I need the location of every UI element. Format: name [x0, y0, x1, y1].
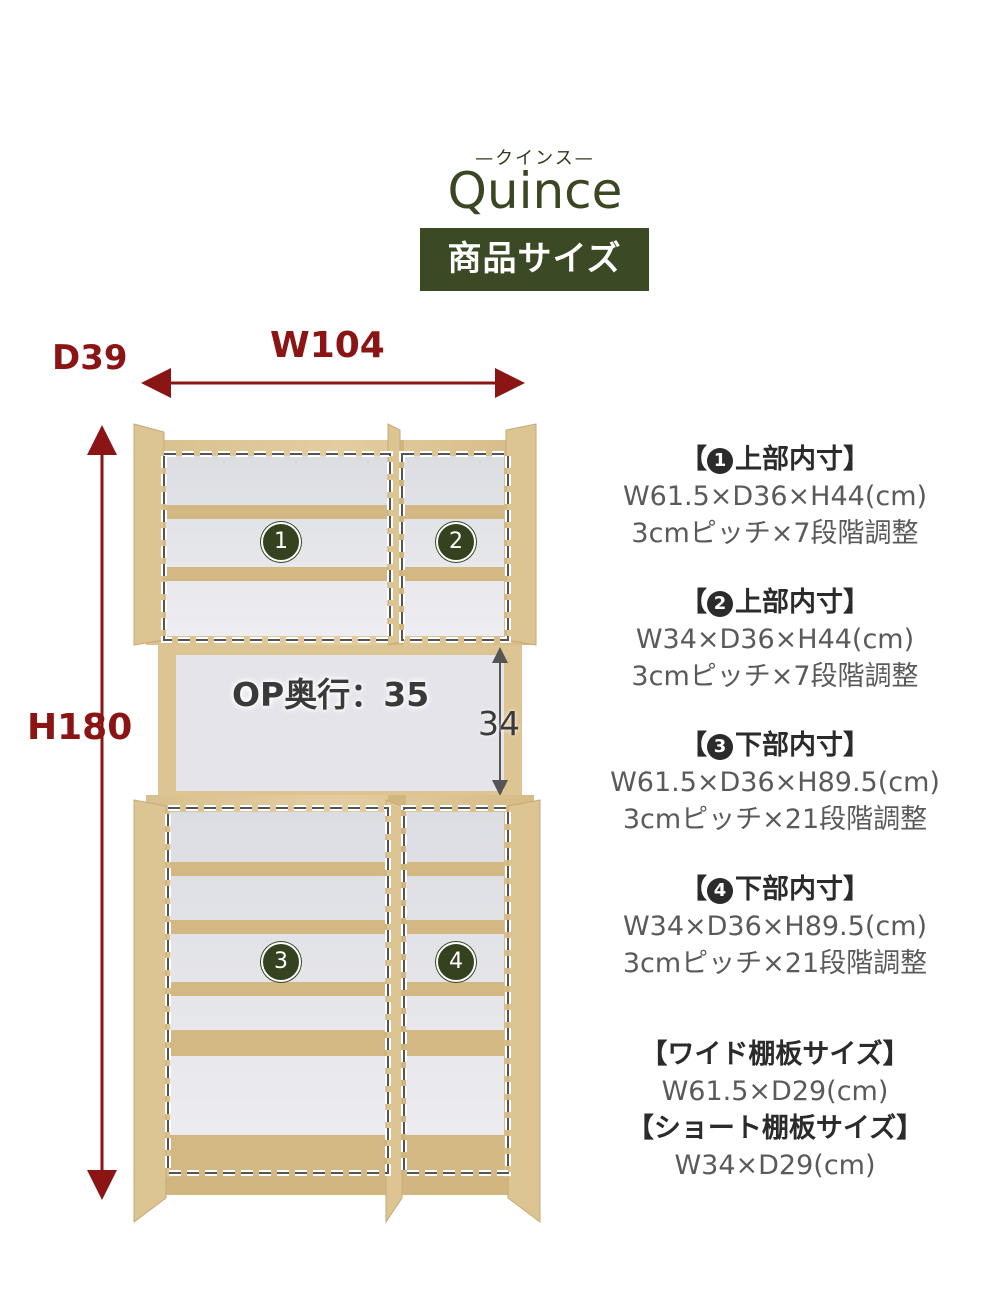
- spec-size: W34×D36×H44(cm): [635, 624, 915, 655]
- spec-size: W61.5×D36×H44(cm): [622, 481, 928, 512]
- compartment-marker-3: 3: [261, 942, 301, 982]
- shelf-sizes: 【ワイド棚板サイズ】 W61.5×D29(cm) 【ショート棚板サイズ】 W34…: [580, 1036, 970, 1184]
- compartment-marker-4: 4: [436, 942, 476, 982]
- brand-kana: —クインス—: [475, 148, 595, 169]
- open-height-label: 34: [478, 704, 520, 743]
- number-icon: 1: [707, 448, 733, 474]
- spec-size: W61.5×D36×H89.5(cm): [610, 767, 940, 798]
- spec-pitch: 3cmピッチ×7段階調整: [631, 661, 919, 692]
- brand-logo: Quince: [447, 162, 623, 220]
- wide-shelf-title: 【ワイド棚板サイズ】: [640, 1039, 910, 1070]
- depth-label: D39: [52, 338, 128, 378]
- short-shelf-size: W34×D29(cm): [674, 1150, 876, 1181]
- spec-pitch: 3cmピッチ×21段階調整: [622, 804, 928, 835]
- number-icon: 2: [707, 591, 733, 617]
- short-shelf-title: 【ショート棚板サイズ】: [626, 1113, 924, 1144]
- spec-pitch: 3cmピッチ×21段階調整: [622, 948, 928, 979]
- open-depth-label: OP奥行：35: [232, 675, 430, 714]
- spec-pitch: 3cmピッチ×7段階調整: [631, 518, 919, 549]
- wide-shelf-size: W61.5×D29(cm): [661, 1076, 889, 1107]
- width-label: W104: [270, 325, 385, 366]
- compartment-marker-2: 2: [436, 522, 476, 562]
- compartment-marker-1: 1: [261, 522, 301, 562]
- section-badge: 商品サイズ: [420, 228, 649, 291]
- number-icon: 4: [707, 878, 733, 904]
- spec-size: W34×D36×H89.5(cm): [622, 911, 928, 942]
- number-icon: 3: [707, 734, 733, 760]
